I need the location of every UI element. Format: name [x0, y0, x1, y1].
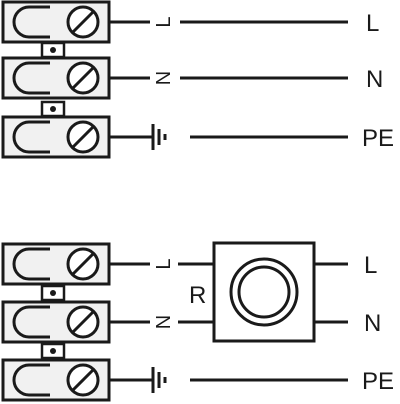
terminal-pe-screw-terminal-icon: [1, 115, 111, 159]
terminal-l-screw-terminal-icon: [1, 242, 111, 286]
terminal-mark-l: L: [153, 258, 175, 269]
output-label-n: N: [366, 66, 383, 93]
protective-earth-icon: [133, 122, 167, 152]
bridge-screw: [50, 47, 56, 53]
terminal-l-screw-terminal-icon: [1, 0, 111, 44]
protective-earth-icon: [133, 365, 167, 395]
terminal-mark-n: N: [153, 71, 175, 85]
lower-pe-conductor: PE: [109, 365, 394, 395]
terminal-mark-n: N: [153, 315, 175, 329]
terminal-n-screw-terminal-icon: [1, 300, 111, 344]
lower-l-conductor: L L: [109, 252, 377, 279]
output-label-l: L: [364, 252, 377, 279]
bridge-screw: [50, 106, 56, 112]
resistor-label: R: [189, 282, 206, 309]
upper-pe-conductor: PE: [109, 122, 394, 152]
upper-terminal-block: [1, 0, 111, 159]
terminal-n-screw-terminal-icon: [1, 56, 111, 100]
output-label-l: L: [366, 10, 379, 37]
bridge-screw: [50, 348, 56, 354]
lower-n-conductor: N N: [109, 310, 381, 337]
output-label-pe: PE: [362, 125, 394, 152]
resistor-element-icon: [212, 241, 316, 343]
resistor-outer-ring: [229, 257, 299, 327]
upper-n-conductor: N N: [109, 66, 383, 93]
terminal-mark-l: L: [153, 16, 175, 27]
resistor-inner-ring: [237, 265, 291, 319]
output-label-n: N: [364, 310, 381, 337]
lower-terminal-block: [1, 242, 111, 402]
terminal-pe-screw-terminal-icon: [1, 358, 111, 402]
output-label-pe: PE: [362, 368, 394, 395]
bridge-screw: [50, 290, 56, 296]
upper-l-conductor: L L: [109, 10, 379, 37]
